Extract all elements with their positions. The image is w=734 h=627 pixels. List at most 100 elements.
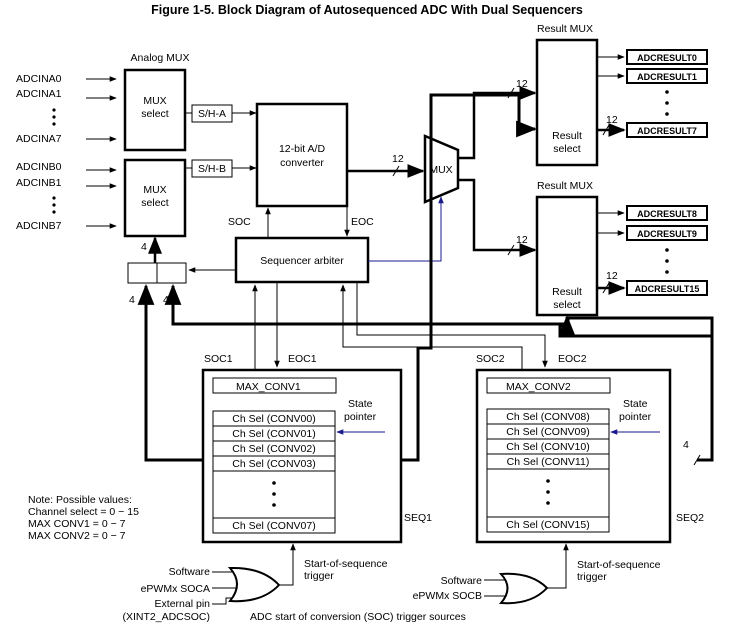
trigger2-software: Software	[441, 575, 483, 587]
bus-slash-3	[602, 124, 610, 136]
adcresult1-label: ADCRESULT1	[637, 72, 697, 82]
note-line-2: Channel select = 0 − 15	[28, 506, 139, 518]
bus-width-1: 12	[392, 153, 404, 165]
adcresult9-box	[626, 225, 708, 241]
seq2-row-2: Ch Sel (CONV10)	[506, 441, 589, 453]
eoc2-line	[356, 283, 548, 368]
seq2-state-2: pointer	[619, 411, 652, 423]
seq1-row-1: Ch Sel (CONV01)	[232, 428, 315, 440]
mux-a-label-1: MUX	[143, 95, 166, 107]
adcresult1-box	[626, 68, 708, 84]
seq1-row-4-box	[212, 517, 336, 534]
seq1-max-label: MAX_CONV1	[236, 381, 301, 393]
converter-box	[255, 102, 349, 208]
figure-title: Figure 1-5. Block Diagram of Autosequenc…	[151, 3, 583, 17]
soc-label: SOC	[228, 216, 251, 228]
trigger2-output	[547, 543, 569, 589]
seq1-row-3: Ch Sel (CONV03)	[232, 458, 315, 470]
seq2-bus-width: 4	[683, 439, 689, 451]
adcresult9-label: ADCRESULT9	[637, 229, 697, 239]
trigger2-or-gate	[498, 572, 549, 605]
adcinb7-label: ADCINB7	[16, 220, 62, 232]
adcina0-label: ADCINA0	[16, 73, 62, 85]
adcina7-label: ADCINA7	[16, 133, 62, 145]
output-mux	[423, 134, 460, 204]
seq1-bus-to-latch	[137, 283, 208, 462]
adcinb-inputs	[86, 167, 117, 229]
trigger1-ext-2: (XINT2_ADCSOC)	[122, 611, 210, 623]
bus-slash-1	[392, 165, 400, 177]
converter-label-2: converter	[280, 157, 324, 169]
adcresult0-label: ADCRESULT0	[637, 53, 697, 63]
bus-width-2: 12	[516, 78, 528, 90]
adcina-inputs	[86, 76, 117, 142]
seq1-row-4: Ch Sel (CONV07)	[232, 520, 315, 532]
adcinb0-label: ADCINB0	[16, 161, 62, 173]
mux-a-box	[123, 68, 187, 152]
seq2-row-3: Ch Sel (CONV11)	[507, 456, 590, 468]
mux-b-label-2: select	[141, 197, 169, 209]
seq2-name: SEQ2	[676, 512, 704, 524]
bus-width-5: 12	[606, 270, 618, 282]
mux-b-label-1: MUX	[143, 184, 166, 196]
seq1-state-1: State	[348, 398, 373, 410]
adcresult15-label: ADCRESULT15	[635, 284, 700, 294]
seq2-to-result-bottom	[558, 314, 714, 462]
result-mux-top-label: Result MUX	[537, 23, 593, 35]
analog-mux-label: Analog MUX	[131, 52, 190, 64]
trigger1-software: Software	[169, 566, 211, 578]
arbiter-label: Sequencer arbiter	[260, 255, 344, 267]
bus-width-3: 12	[606, 114, 618, 126]
seq2-row-1: Ch Sel (CONV09)	[506, 426, 589, 438]
dots-a	[52, 108, 56, 126]
dots-result-bottom	[665, 248, 669, 274]
result-mux-bottom-inner-2: select	[553, 299, 581, 311]
note-line-3: MAX CONV1 = 0 − 7	[28, 518, 126, 530]
trigger2-epwm: ePWMx SOCB	[413, 590, 482, 602]
result-mux-top-inner-2: select	[553, 143, 581, 155]
trigger2-label-1: Start-of-sequence	[577, 559, 661, 571]
seq2-max-box	[486, 377, 611, 394]
dots-b	[52, 196, 56, 214]
seq2-row-4-box	[486, 516, 610, 533]
seq1-state-2: pointer	[344, 411, 377, 423]
converter-label-1: 12-bit A/D	[279, 143, 326, 155]
eoc2-label: EOC2	[558, 353, 587, 365]
soc1-label: SOC1	[204, 353, 233, 365]
trigger1-or-gate	[227, 566, 281, 603]
seq1-bus-label: 4	[129, 294, 135, 306]
seq2-max-label: MAX_CONV2	[506, 381, 571, 393]
result-bottom-output-lines	[597, 210, 626, 295]
mux-b-box	[123, 158, 187, 238]
seq2-state-1: State	[623, 398, 648, 410]
trigger1-output	[279, 543, 296, 586]
trigger1-label-1: Start-of-sequence	[304, 558, 388, 570]
result-mux-top-box	[535, 38, 599, 167]
note-line-4: MAX CONV2 = 0 − 7	[28, 530, 126, 542]
adcinb1-label: ADCINB1	[16, 177, 62, 189]
dots-result-top	[665, 90, 669, 116]
note-line-1: Note: Possible values:	[28, 494, 132, 506]
trigger1-ext-1: External pin	[155, 598, 211, 610]
adcresult8-label: ADCRESULT8	[637, 209, 697, 219]
adcresult7-label: ADCRESULT7	[637, 126, 697, 136]
mux-to-result-bottom	[458, 178, 537, 257]
adcresult15-box	[626, 280, 708, 296]
result-mux-top-inner-1: Result	[552, 130, 582, 142]
trigger1-label-2: trigger	[304, 570, 334, 582]
arbiter-to-mux-select	[368, 196, 444, 262]
seq2-row-4: Ch Sel (CONV15)	[506, 519, 589, 531]
sh-b-label: S/H-B	[198, 163, 226, 175]
mux-a-label-2: select	[141, 108, 169, 120]
output-mux-label: MUX	[429, 164, 452, 176]
seq2-dots	[546, 479, 550, 505]
bus-width-4: 12	[516, 234, 528, 246]
bus-slash-4	[507, 244, 515, 256]
trigger2-label-2: trigger	[577, 571, 607, 583]
seq1-name: SEQ1	[404, 512, 432, 524]
mux-to-result-top	[458, 86, 537, 160]
adcresult0-box	[626, 49, 708, 65]
bus-slash-5	[602, 282, 610, 294]
result-top-output-lines	[597, 54, 626, 137]
